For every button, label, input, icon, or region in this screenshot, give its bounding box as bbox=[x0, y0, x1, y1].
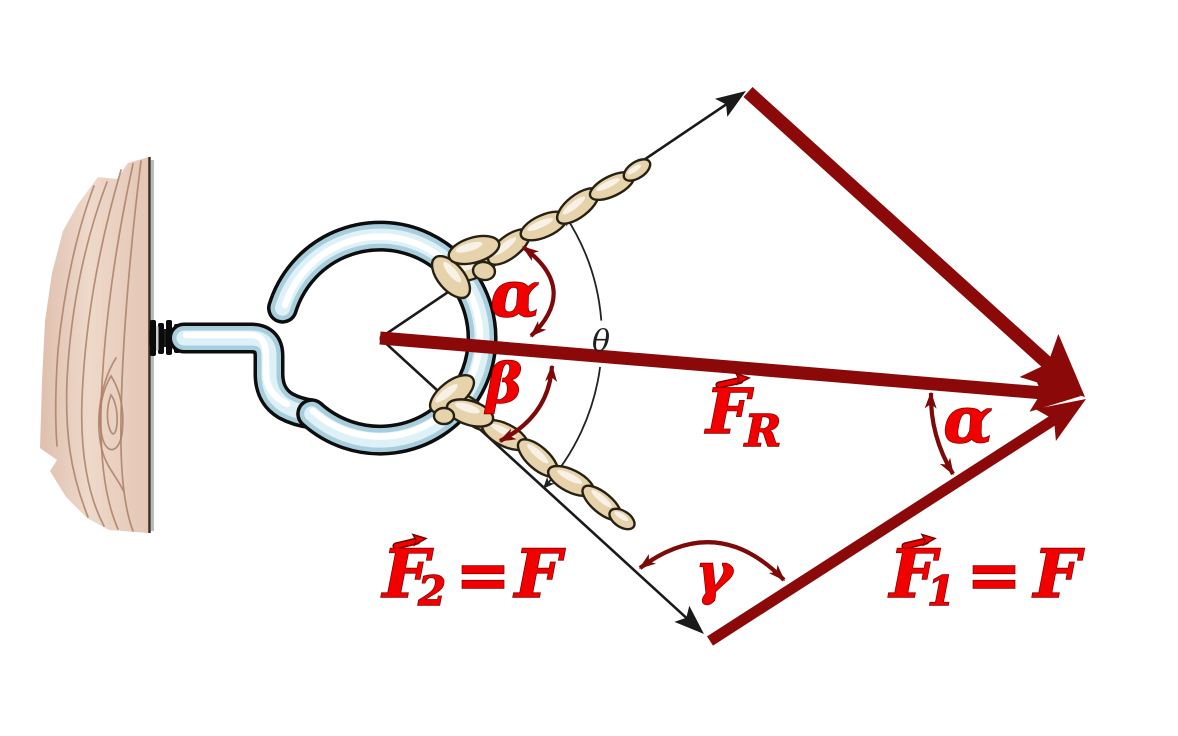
label-f2-subscript: 2 bbox=[417, 568, 446, 615]
metal-ring bbox=[267, 220, 498, 456]
gamma-arc bbox=[638, 540, 786, 582]
lower-rope-knot bbox=[428, 374, 495, 428]
vector-hat-arrow-icon bbox=[411, 533, 428, 547]
force2-translated-vector bbox=[743, 86, 1085, 397]
label-f1-symbol: F bbox=[888, 535, 941, 613]
label-alpha-at-tip: α bbox=[943, 383, 992, 458]
lower-line-of-action bbox=[379, 337, 689, 621]
vector-hat-arrow-icon bbox=[734, 372, 751, 386]
label-beta-at-ring: β bbox=[484, 351, 522, 415]
label-f2-value: F bbox=[513, 535, 566, 613]
vector-hat-arrow-icon bbox=[920, 533, 937, 547]
label-f1-value: F bbox=[1032, 535, 1085, 613]
force1-vector bbox=[707, 399, 1086, 646]
label-f2-symbol: F bbox=[381, 535, 434, 613]
labels: θ α β α γ F R F 1 = F F 2 bbox=[380, 256, 1085, 616]
lower-line-arrowhead-icon bbox=[674, 605, 704, 634]
angle-arcs bbox=[498, 245, 955, 582]
label-resultant-force: F R bbox=[703, 372, 782, 458]
upper-line-arrowhead-icon bbox=[715, 91, 746, 117]
label-fr-subscript: R bbox=[743, 406, 782, 457]
label-alpha-at-ring: α bbox=[490, 257, 539, 332]
label-gamma: γ bbox=[696, 541, 736, 607]
force2-translated-arrowhead-icon bbox=[1019, 334, 1085, 397]
alpha-arc-at-tip bbox=[924, 391, 955, 476]
label-f1-subscript: 1 bbox=[927, 568, 955, 615]
label-f1-equals: = bbox=[966, 536, 1021, 614]
label-force1-equation: F 1 = F bbox=[887, 533, 1085, 616]
label-theta: θ bbox=[592, 324, 610, 359]
wood-grain-lines bbox=[54, 160, 142, 532]
label-f2-equals: = bbox=[455, 536, 510, 614]
force1-arrowhead-icon bbox=[1035, 399, 1086, 441]
alpha-arc-at-ring bbox=[521, 245, 556, 338]
label-fr-symbol: F bbox=[704, 375, 754, 448]
upper-rope-knot bbox=[430, 234, 501, 300]
beta-arc-at-ring bbox=[498, 364, 558, 443]
label-force2-equation: F 2 = F bbox=[380, 533, 566, 616]
wood-knot bbox=[99, 374, 124, 451]
